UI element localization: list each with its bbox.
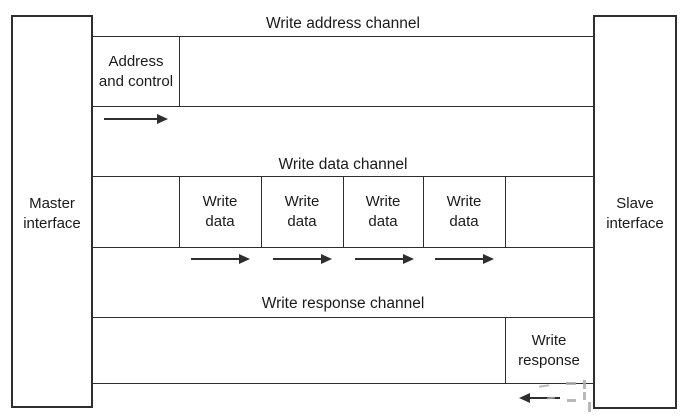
- write-address-channel-title: Write address channel: [266, 15, 420, 32]
- cell-divider: [422, 177, 424, 247]
- write-data-cell: Write data: [365, 193, 401, 230]
- write-data-right-arrow-icon-4: [435, 253, 494, 264]
- cell-divider: [260, 177, 262, 247]
- write-data-channel-title: Write data channel: [278, 156, 408, 173]
- cell-divider: [178, 37, 180, 106]
- write-response-channel-title: Write response channel: [261, 295, 425, 312]
- write-data-right-arrow-icon-2: [273, 253, 332, 264]
- write-response-box: Write response: [518, 331, 580, 369]
- slave-interface-box: Slave interface: [593, 15, 677, 409]
- write-data-right-arrow-icon-1: [191, 253, 250, 264]
- master-interface-label: Master interface: [23, 195, 81, 232]
- slave-interface-label: Slave interface: [606, 195, 664, 232]
- write-response-channel-band: Write response: [93, 317, 593, 384]
- cell-divider: [504, 177, 506, 247]
- write-address-channel-band: Address and control: [93, 36, 593, 107]
- write-data-cell: Write data: [446, 193, 482, 230]
- cell-divider: [178, 177, 180, 247]
- write-data-cell: Write data: [202, 193, 238, 230]
- write-data-channel-band: Write data Write data Write data Write d…: [93, 176, 593, 248]
- address-channel-right-arrow-icon: [104, 113, 168, 124]
- response-channel-left-arrow-icon: [519, 392, 560, 403]
- cell-divider: [342, 177, 344, 247]
- write-data-cell: Write data: [284, 193, 320, 230]
- master-interface-box: Master interface: [11, 15, 93, 408]
- address-and-control-box: Address and control: [98, 52, 174, 90]
- cell-divider: [504, 318, 506, 383]
- write-data-right-arrow-icon-3: [355, 253, 414, 264]
